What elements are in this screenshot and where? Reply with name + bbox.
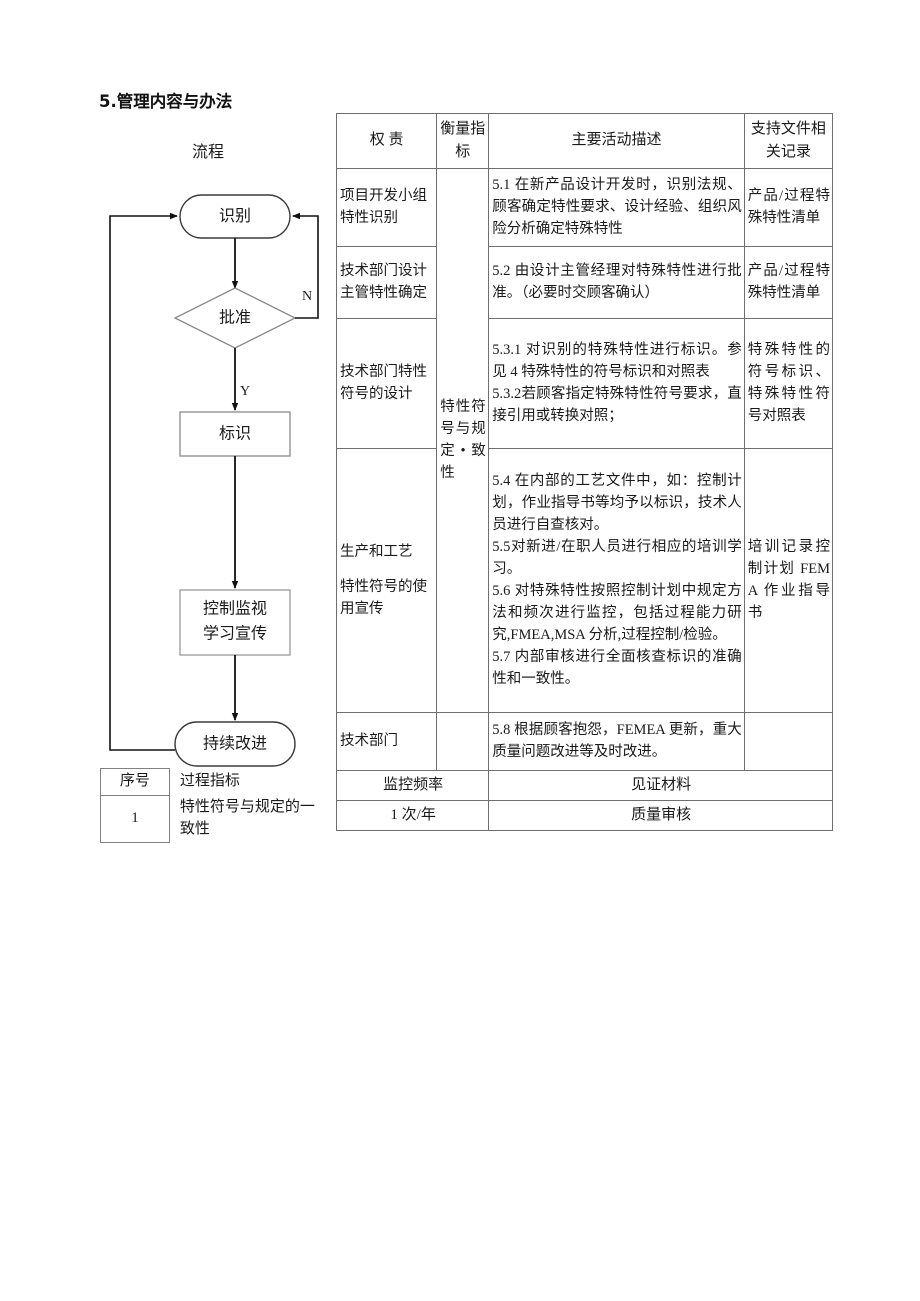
column-header-documents: 支持文件相关记录 [743, 113, 834, 169]
cell-responsibility: 技术部门 [335, 711, 438, 771]
table-header-row: 权 责 衡量指标 主要活动描述 支持文件相关记录 [335, 113, 834, 169]
responsibility-line2: 特性符号的使用宣传 [340, 578, 427, 617]
table-row: 技术部门设计 主管特性确定 5.2 由设计主管经理对特殊特性进行批准。（必要时交… [335, 245, 834, 319]
responsibility-line1: 项目开发小组 [340, 188, 427, 205]
flow-edge-label-yes: Y [240, 384, 250, 399]
cell-responsibility: 项目开发小组 特性识别 [335, 167, 438, 247]
responsibility-line2: 符号的设计 [340, 386, 413, 403]
cell-description: 5.2 由设计主管经理对特殊特性进行批准。（必要时交顾客确认） [488, 245, 745, 319]
cell-documents [743, 711, 834, 771]
table-row: 序号 过程指标 [100, 768, 340, 796]
flow-node-mark-label: 标识 [219, 425, 251, 443]
indicator-row-desc-line2: 致性 [179, 821, 210, 837]
footer-frequency-value: 1 次/年 [335, 799, 490, 831]
flow-node-improve-label: 持续改进 [203, 735, 267, 753]
responsibility-line1: 技术部门 [340, 733, 398, 750]
cell-description: 5.8 根据顾客抱怨，FEMEA 更新，重大质量问题改进等及时改进。 [488, 711, 745, 771]
footer-evidence-label: 见证材料 [488, 769, 833, 801]
indicator-row-seq: 1 [100, 794, 170, 844]
cell-description: 5.1 在新产品设计开发时，识别法规、顾客确定特性要求、设计经验、组织风险分析确… [488, 167, 745, 247]
description-paragraph-1: 5.3.1 对识别的特殊特性进行标识。参见 4 特殊特性的符号标识和对照表 [492, 342, 742, 381]
table-row: 技术部门特性 符号的设计 5.3.1 对识别的特殊特性进行标识。参见 4 特殊特… [335, 317, 834, 449]
column-header-description: 主要活动描述 [488, 113, 745, 169]
cell-metric-empty [436, 711, 490, 771]
responsibility-line1: 生产和工艺 [340, 543, 413, 560]
column-header-responsibility: 权 责 [335, 113, 438, 169]
flow-node-control-label-line2: 学习宣传 [203, 625, 267, 643]
table-row: 1 次/年 质量审核 [335, 799, 833, 831]
cell-documents: 产品/过程特殊特性清单 [743, 245, 834, 319]
description-paragraph-2: 5.3.2若顾客指定特殊特性符号要求，直接引用或转换对照； [492, 386, 742, 425]
cell-metric-merged: 特性符号与规定•致性 [436, 167, 490, 713]
indicator-header-desc: 过程指标 [179, 773, 240, 789]
flow-node-mark-shape [179, 411, 291, 457]
responsibility-line2: 主管特性确定 [340, 285, 427, 302]
table-row: 技术部门 5.8 根据顾客抱怨，FEMEA 更新，重大质量问题改进等及时改进。 [335, 711, 834, 771]
process-indicator-table: 序号 过程指标 1 特性符号与规定的一 致性 [100, 768, 340, 844]
cell-documents: 培训记录控制计划 FEMA 作业指导书 [743, 447, 834, 713]
flow-node-control-label-line1: 控制监视 [203, 600, 267, 618]
cell-responsibility: 技术部门设计 主管特性确定 [335, 245, 438, 319]
indicator-row-desc-line1: 特性符号与规定的一 [179, 799, 315, 816]
cell-documents: 产品/过程特殊特性清单 [743, 167, 834, 247]
cell-description: 5.4 在内部的工艺文件中，如：控制计划，作业指导书等均予以标识，技术人员进行自… [488, 447, 745, 713]
flow-edge-no-loop [292, 212, 319, 319]
spacer [340, 563, 434, 576]
column-header-metric: 衡量指标 [436, 113, 490, 169]
flow-node-control-shape [179, 589, 291, 656]
flow-node-improve-shape [174, 721, 296, 767]
table-row: 项目开发小组 特性识别 特性符号与规定•致性 5.1 在新产品设计开发时，识别法… [335, 167, 834, 713]
description-paragraph-1: 5.4 在内部的工艺文件中，如：控制计划，作业指导书等均予以标识，技术人员进行自… [492, 472, 742, 533]
table-row: 生产和工艺 特性符号的使用宣传 5.4 在内部的工艺文件中，如：控制计划，作业指… [335, 447, 834, 713]
flowchart-caption: 流程 [192, 144, 225, 161]
footer-evidence-value: 质量审核 [488, 799, 833, 831]
cell-documents: 特殊特性的符号标识、特殊特性符号对照表 [743, 317, 834, 449]
responsibility-line1: 技术部门设计 [340, 263, 427, 280]
flow-edge-feedback-loop [109, 212, 178, 751]
table-row: 1 特性符号与规定的一 致性 [100, 794, 340, 844]
cell-responsibility: 技术部门特性 符号的设计 [335, 317, 438, 449]
flow-node-approve-label: 批准 [219, 309, 251, 327]
description-paragraph-2: 5.5对新进/在职人员进行相应的培训学习。 [492, 539, 742, 578]
footer-frequency-label: 监控频率 [335, 769, 490, 801]
management-content-table: 权 责 衡量指标 主要活动描述 支持文件相关记录 项目开发小组 特性识别 特性符… [335, 113, 834, 831]
description-paragraph-3: 5.6 对特殊特性按照控制计划中规定方法和频次进行监控，包括过程能力研究,FME… [492, 583, 742, 644]
page-title: 5.管理内容与办法 [99, 92, 233, 111]
flow-edge-label-no: N [302, 289, 312, 304]
responsibility-line2: 特性识别 [340, 210, 398, 227]
table-row: 监控频率 见证材料 [335, 769, 833, 801]
indicator-row-desc: 特性符号与规定的一 致性 [169, 795, 339, 843]
flow-node-identify-label: 识别 [219, 207, 251, 225]
cell-description: 5.3.1 对识别的特殊特性进行标识。参见 4 特殊特性的符号标识和对照表 5.… [488, 317, 745, 449]
cell-responsibility: 生产和工艺 特性符号的使用宣传 [335, 447, 438, 713]
flowchart-canvas: 识别 批准 N Y 标识 控制监视 学习宣传 [109, 194, 319, 767]
description-paragraph-4: 5.7 内部审核进行全面核查标识的准确性和一致性。 [492, 649, 742, 688]
indicator-header-seq: 序号 [100, 768, 170, 796]
process-flowchart: 流程 识别 批准 N Y 标识 [100, 110, 335, 810]
responsibility-line1: 技术部门特性 [340, 364, 427, 381]
